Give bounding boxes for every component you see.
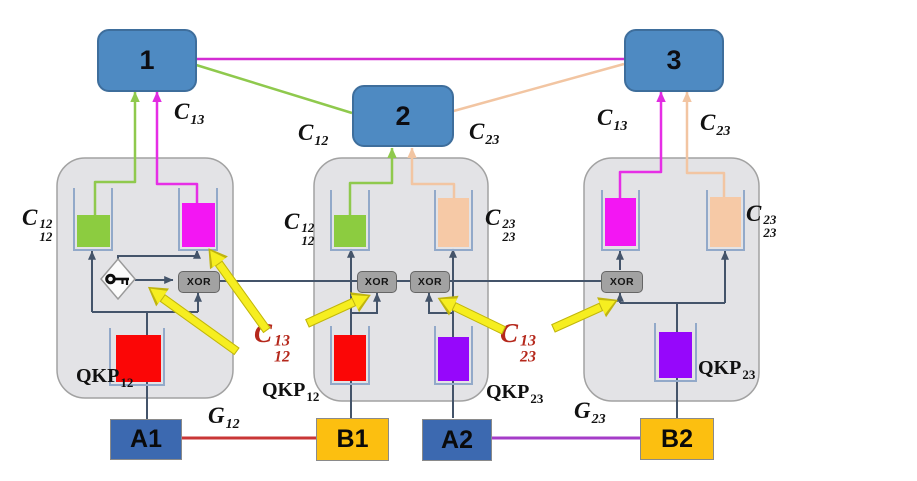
bracket-qkp23-p2: [434, 326, 473, 385]
endpoint-a2: A2: [422, 419, 492, 461]
endpoint-b2-label: B2: [661, 424, 693, 453]
keystore-qkp12-panel2: [334, 335, 366, 381]
node-3: 3: [624, 29, 724, 92]
bracket-c2323-p2: [434, 190, 473, 251]
endpoint-b1-label: B1: [336, 425, 369, 453]
link-c23-node2-node3: [449, 62, 625, 114]
keystore-c2323-panel3: [710, 197, 741, 247]
label-g12: G12: [208, 403, 240, 432]
node-3-label: 3: [666, 45, 682, 75]
endpoint-a2-label: A2: [441, 425, 473, 454]
xor-label: XOR: [609, 276, 635, 288]
label-c12-node2: C12: [298, 120, 329, 149]
feed-c12-to-node2: [348, 147, 397, 215]
xor-label: XOR: [186, 276, 212, 288]
key-icon: [105, 273, 129, 285]
label-qkp23-panel2: QKP23: [486, 381, 544, 406]
endpoint-b2: B2: [640, 418, 714, 460]
bracket-qkp12-p2: [330, 326, 370, 385]
keystore-c1212-panel2: [334, 215, 366, 247]
endpoint-a1-label: A1: [130, 425, 162, 453]
label-g23: G23: [574, 398, 606, 427]
feed-c12-to-node1: [93, 91, 140, 215]
wire-into-xor2-left: [351, 292, 381, 314]
key-store-fills: [77, 197, 741, 382]
xor-gate-panel3: XOR: [601, 271, 643, 293]
label-qkp23-panel3: QKP23: [698, 357, 756, 382]
label-c23-node3: C23: [700, 110, 731, 139]
keystore-c13-panel3: [605, 198, 636, 246]
endpoint-b1: B1: [316, 418, 389, 461]
node-1: 1: [97, 29, 197, 92]
label-qkp12-panel1: QKP12: [76, 365, 134, 390]
feed-c13-to-node3: [618, 91, 666, 199]
keystore-qkp23-panel3: [659, 332, 692, 378]
node-feed-lines: [93, 91, 726, 215]
endpoint-a1: A1: [110, 419, 182, 460]
classical-links: [192, 57, 625, 115]
xor-gate-panel1: XOR: [178, 271, 220, 293]
bracket-qkp23-p3: [654, 323, 697, 382]
node-2: 2: [352, 85, 454, 147]
keystore-c1212-panel1: [77, 215, 110, 247]
feed-c23-to-node2: [407, 147, 456, 199]
xor-label: XOR: [364, 276, 390, 288]
xor-label: XOR: [417, 276, 443, 288]
keystore-qkp12-panel1: [116, 335, 161, 382]
node-2-label: 2: [395, 100, 411, 131]
feed-c13-to-node1: [152, 91, 199, 204]
bracket-c1212-p2: [330, 190, 370, 251]
bracket-c2323-p3: [706, 190, 745, 251]
label-c13-node3: C13: [597, 105, 628, 134]
key-decision-diamond: [100, 257, 136, 301]
xor-gate-panel2-right: XOR: [410, 271, 450, 293]
label-qkp12-panel2: QKP12: [262, 379, 320, 404]
bracket-c13-p1: [178, 188, 218, 251]
container-brackets: [73, 188, 745, 386]
keystore-c2323-panel2: [438, 198, 469, 247]
label-c23-node2: C23: [469, 119, 500, 148]
keystore-qkp23-panel2: [438, 337, 469, 381]
bracket-c1212-p1: [73, 188, 113, 251]
label-c13-node1: C13: [174, 99, 205, 128]
node-1-label: 1: [139, 45, 155, 75]
bracket-qkp12-p1: [109, 328, 165, 386]
feed-c23-to-node3: [682, 91, 726, 198]
link-c12-node1-node2: [192, 62, 353, 115]
keystore-c13-panel1: [182, 203, 215, 247]
bracket-c13-p3: [601, 190, 640, 251]
